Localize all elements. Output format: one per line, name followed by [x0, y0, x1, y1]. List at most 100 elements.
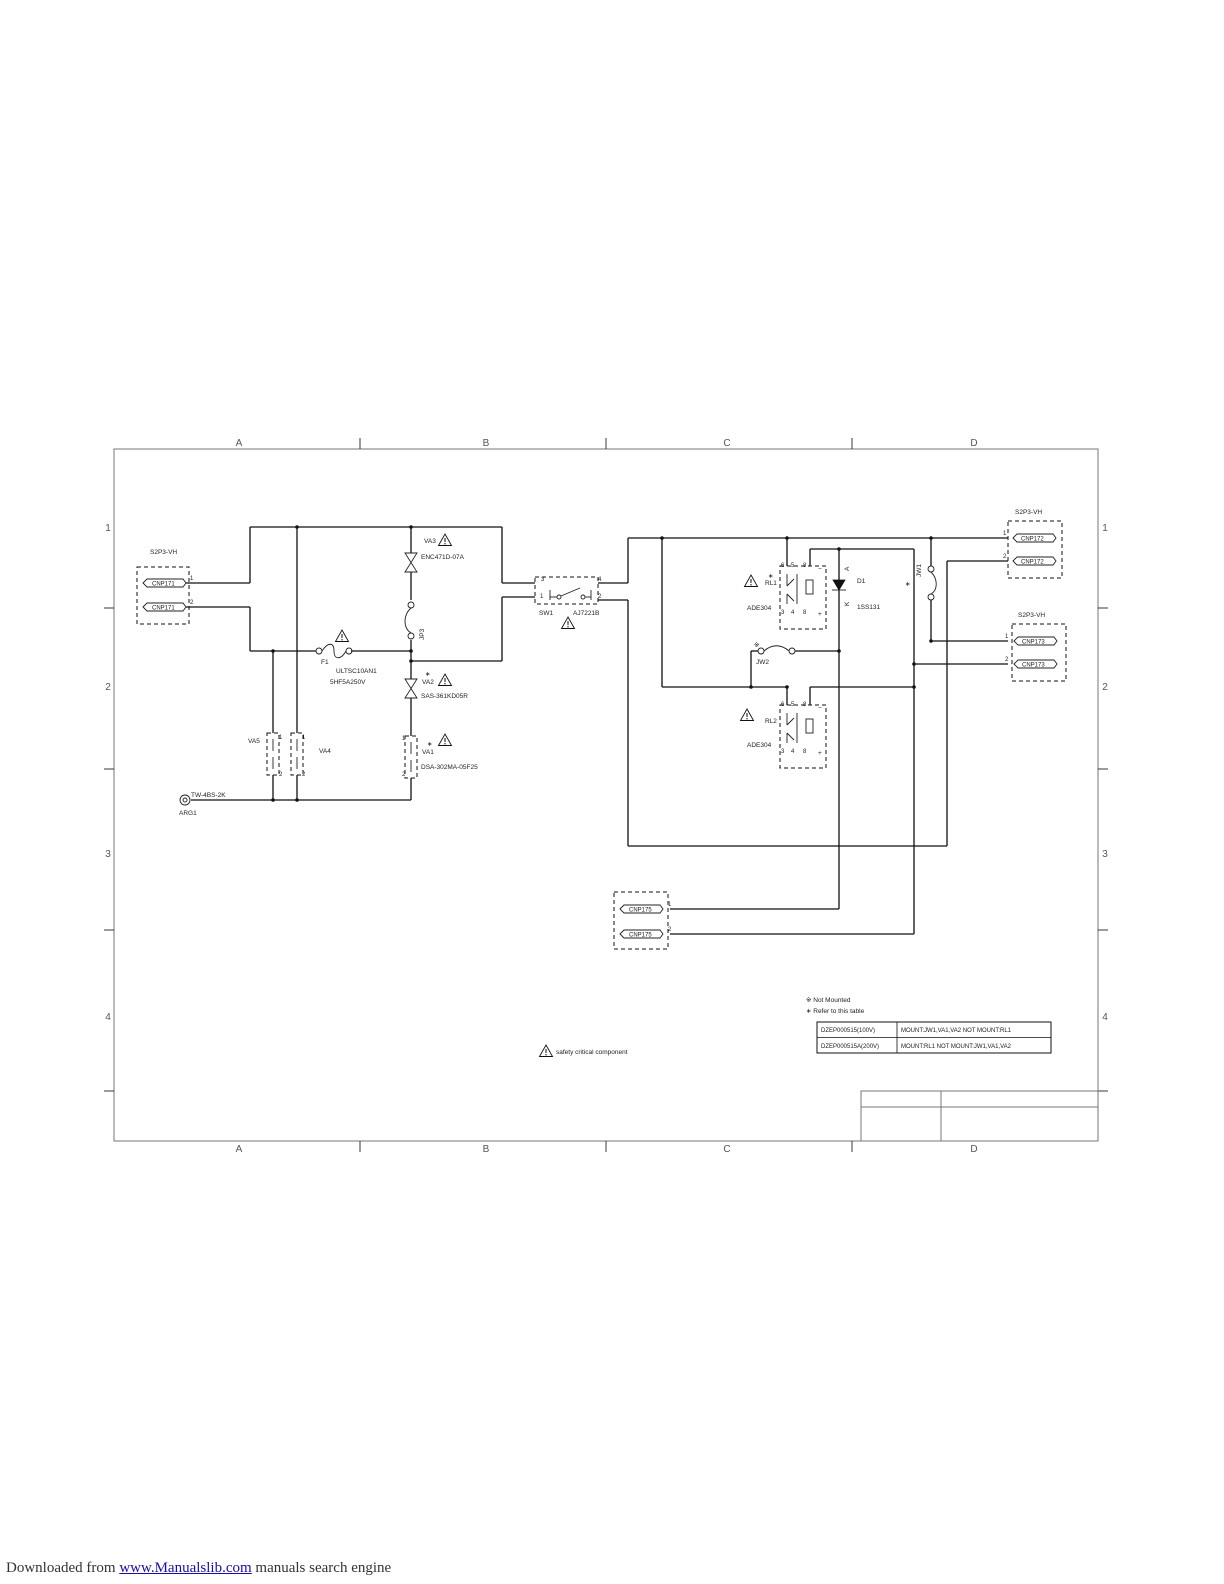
rl2-ref: RL2	[765, 718, 777, 725]
surge-absorber-va1: 1 2 ∗ VA1 DSA-302MA-05F25	[402, 733, 478, 779]
rl2-pin3: 3	[781, 749, 785, 755]
f1-ref: F1	[321, 659, 329, 666]
zone-row-2-left: 2	[105, 682, 111, 693]
relay-rl1: 6 5 8 3 4 8 − + ∗ RL1 ADE304	[744, 563, 827, 630]
sw1-warning-icon	[561, 616, 575, 629]
footer-prefix: Downloaded from	[6, 1560, 116, 1576]
cnp171-type-label: S2P3-VH	[150, 549, 177, 556]
left-wiring	[186, 525, 535, 802]
zone-col-a-bottom: A	[236, 1144, 243, 1155]
cnp175-pin1-label: CNP175	[629, 908, 652, 914]
f1-part-1: ULTSC10AN1	[336, 668, 377, 675]
rl1-ref: RL1	[765, 580, 777, 587]
va1-pin1: 1	[402, 736, 406, 742]
connector-cnp172: S2P3-VH CNP172 CNP172 1 2	[1003, 509, 1063, 579]
rl1-minus: −	[818, 566, 822, 573]
arg1-part: TW-4BS-2K	[191, 792, 226, 799]
f1-warning-icon	[335, 629, 349, 642]
sw1-pin1: 1	[540, 594, 544, 600]
d1-ref: D1	[857, 578, 866, 585]
cnp173-type-label: S2P3-VH	[1018, 612, 1045, 619]
jw1-ref: JW1	[916, 564, 923, 577]
rl1-pin3: 3	[781, 610, 785, 616]
sw1-pin2: 2	[598, 594, 602, 600]
jp3-ref: JP3	[419, 628, 426, 640]
va3-part: ENC471D-07A	[421, 554, 465, 561]
varistor-va3: VA3 ENC471D-07A	[404, 533, 465, 573]
cnp175-pin-number-2: 2	[668, 927, 672, 933]
cnp173-pin2-label: CNP173	[1022, 663, 1045, 669]
cnp173-pin-number-2: 2	[1005, 657, 1009, 663]
rl2-pin8: 8	[803, 702, 807, 708]
connector-cnp171: S2P3-VH CNP171 CNP171 1 2	[136, 549, 194, 625]
zone-col-b-top: B	[483, 438, 490, 449]
d1-part: 1SS131	[857, 604, 881, 611]
cnp173-pin-number-1: 1	[1005, 634, 1009, 640]
zone-col-d-top: D	[970, 438, 977, 449]
zone-row-4-right: 4	[1102, 1012, 1108, 1023]
drawing-frame	[104, 438, 1108, 1152]
sw1-pin4: 4	[598, 577, 602, 583]
zone-col-c-bottom: C	[723, 1144, 730, 1155]
jumper-jw1: JW1 ∗	[905, 564, 937, 601]
zone-col-d-bottom: D	[970, 1144, 977, 1155]
jw2-ref: JW2	[756, 659, 769, 666]
va2-part: SAS-361KD05R	[421, 693, 468, 700]
manualslib-link[interactable]: www.Manualslib.com	[119, 1560, 252, 1576]
connector-cnp173: S2P3-VH CNP173 CNP173 1 2	[1005, 612, 1067, 682]
va2-ref: VA2	[422, 679, 434, 686]
va4-pin1: 1	[302, 735, 306, 741]
rl1-pin6: 6	[781, 563, 785, 569]
sw1-ref: SW1	[539, 610, 553, 617]
rl2-pin6: 6	[781, 702, 785, 708]
rl1-pin5: 5	[791, 563, 795, 569]
f1-part-2: 5HF5A250V	[330, 679, 366, 686]
cnp171-pin1-label: CNP171	[152, 582, 175, 588]
rl2-pin8-bottom: 8	[803, 749, 807, 755]
mount-table-mount-2: MOUNT:RL1 NOT MOUNT:JW1,VA1,VA2	[901, 1044, 1012, 1050]
zone-row-4-left: 4	[105, 1012, 111, 1023]
va4-ref: VA4	[319, 748, 331, 755]
rl1-star: ∗	[768, 573, 773, 580]
relay-rl2: 6 5 8 3 4 8 − + RL2 ADE304	[740, 702, 827, 769]
va1-warning-icon	[438, 733, 452, 746]
rl1-warning-icon	[744, 574, 758, 587]
rl2-pin5: 5	[791, 702, 795, 708]
switch-sw1: 3 4 1 2 SW1 AJ7221B	[534, 576, 602, 629]
cnp172-pin1-label: CNP172	[1021, 537, 1044, 543]
cnp172-type-label: S2P3-VH	[1015, 509, 1042, 516]
right-wiring	[598, 536, 1008, 935]
zone-labels: A B C D A B C D 1 2 3 4 1 2 3 4	[105, 438, 1108, 1155]
rl1-pin4: 4	[791, 610, 795, 616]
jumper-jp3: JP3	[404, 601, 426, 640]
va5-ref: VA5	[248, 738, 260, 745]
rl1-pin8-bottom: 8	[803, 610, 807, 616]
rl1-pin8: 8	[803, 563, 807, 569]
jw1-star: ∗	[905, 581, 910, 588]
varistor-va2: ∗ VA2 SAS-361KD05R	[404, 671, 468, 700]
va4-pin2: 2	[302, 772, 306, 778]
mount-table-model-1: DZEP000515(100V)	[821, 1028, 875, 1034]
sw1-pin3: 3	[541, 577, 545, 583]
va1-pin2: 2	[402, 772, 406, 778]
jumper-jw2: ※ JW2	[754, 642, 796, 666]
va5-pin2: 2	[279, 772, 283, 778]
va5-pin1: 1	[279, 735, 283, 741]
cnp175-pin2-label: CNP175	[629, 933, 652, 939]
d1-anode-label: A	[844, 566, 851, 571]
cnp172-pin2-label: CNP172	[1021, 560, 1044, 566]
cnp172-pin-number-2: 2	[1003, 554, 1007, 560]
notes-legend: ※ Not Mounted ∗ Refer to this table safe…	[539, 997, 865, 1057]
zone-col-a-top: A	[236, 438, 243, 449]
va1-part: DSA-302MA-05F25	[421, 764, 478, 771]
zone-row-3-left: 3	[105, 849, 111, 860]
safety-warning-icon	[539, 1044, 553, 1057]
rl2-minus: −	[818, 705, 822, 712]
surge-absorber-va4: 1 2 VA4	[290, 732, 331, 778]
note-not-mounted: ※ Not Mounted	[806, 997, 851, 1004]
mount-table: DZEP000515(100V) MOUNT:JW1,VA1,VA2 NOT M…	[816, 1021, 1052, 1054]
rl1-part: ADE304	[747, 605, 772, 612]
diode-d1: A K D1 1SS131	[832, 566, 881, 611]
note-refer-table: ∗ Refer to this table	[806, 1008, 865, 1015]
